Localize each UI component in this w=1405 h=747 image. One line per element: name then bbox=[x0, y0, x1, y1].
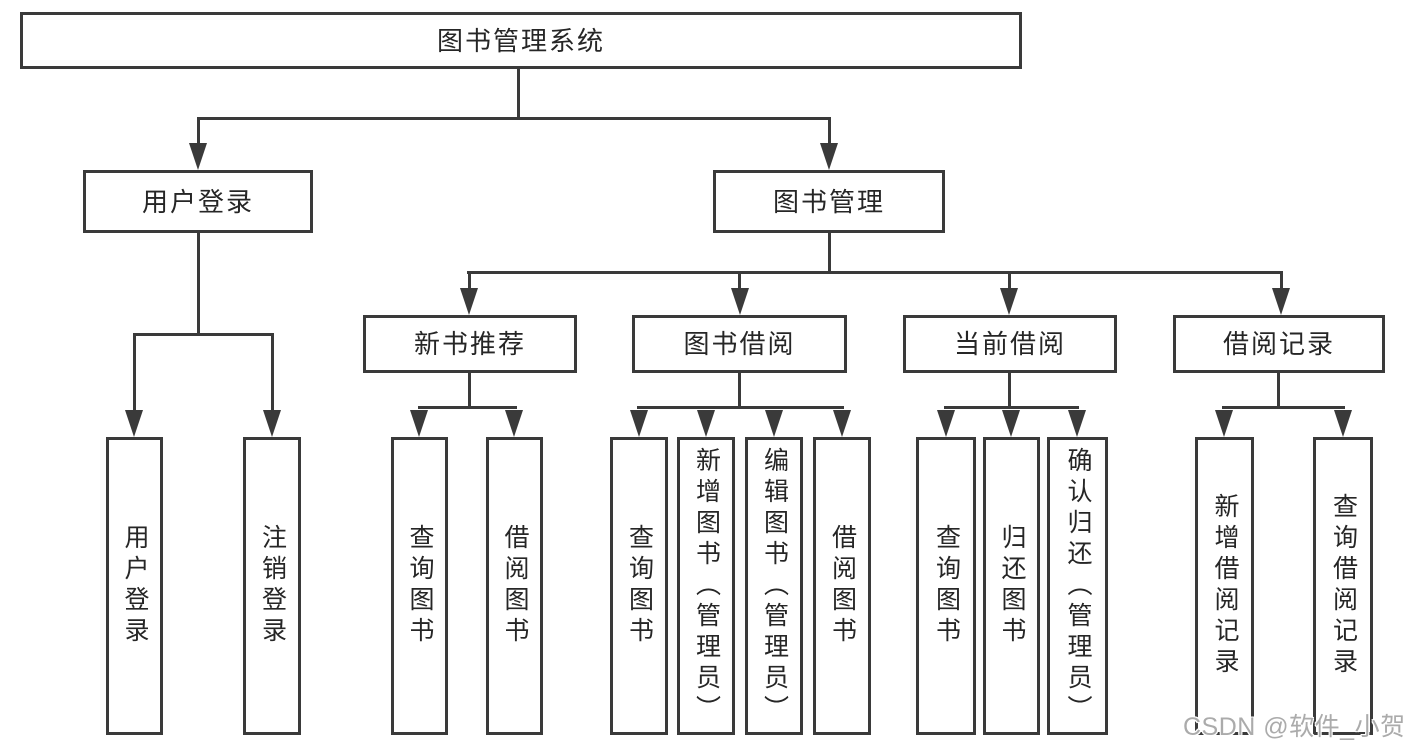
connector-line bbox=[828, 230, 831, 274]
leaf-query-borrow-record: 查询借阅记录 bbox=[1313, 437, 1373, 735]
connector-line bbox=[197, 230, 200, 336]
node-borrow-records: 借阅记录 bbox=[1173, 315, 1385, 373]
arrowhead-down-icon bbox=[697, 410, 715, 437]
node-label: 用户登录 bbox=[141, 186, 254, 217]
arrowhead-down-icon bbox=[1272, 288, 1290, 315]
node-label: 图书借阅 bbox=[683, 329, 796, 359]
node-book-borrow: 图书借阅 bbox=[632, 315, 847, 373]
node-current-borrow: 当前借阅 bbox=[903, 315, 1117, 373]
connector-line bbox=[517, 67, 520, 119]
node-label: 注销登录 bbox=[258, 524, 287, 648]
node-label: 用户登录 bbox=[121, 524, 149, 648]
arrowhead-down-icon bbox=[1334, 410, 1352, 437]
leaf-logout: 注销登录 bbox=[243, 437, 301, 735]
arrowhead-down-icon bbox=[460, 288, 478, 315]
arrowhead-down-icon bbox=[937, 410, 955, 437]
connector-line bbox=[1277, 371, 1280, 409]
leaf-confirm-return-admin: 确认归还（管理员） bbox=[1047, 437, 1108, 735]
connector-line bbox=[1008, 271, 1011, 293]
node-label: 新书推荐 bbox=[413, 329, 526, 359]
node-label: 借阅图书 bbox=[501, 524, 529, 648]
node-book-management: 图书管理 bbox=[713, 170, 945, 233]
node-label: 查询图书 bbox=[625, 524, 654, 648]
arrowhead-down-icon bbox=[189, 143, 207, 170]
node-label: 新增借阅记录 bbox=[1211, 493, 1239, 679]
arrowhead-down-icon bbox=[505, 410, 523, 437]
connector-line bbox=[271, 333, 274, 415]
arrowhead-down-icon bbox=[410, 410, 428, 437]
leaf-query-books: 查询图书 bbox=[391, 437, 448, 735]
leaf-query-books: 查询图书 bbox=[610, 437, 668, 735]
arrowhead-down-icon bbox=[765, 410, 783, 437]
connector-line bbox=[1008, 371, 1011, 409]
leaf-edit-books-admin: 编辑图书（管理员） bbox=[745, 437, 803, 735]
leaf-query-books: 查询图书 bbox=[916, 437, 976, 735]
connector-line bbox=[944, 406, 1079, 409]
node-label: 归还图书 bbox=[998, 524, 1026, 648]
arrowhead-down-icon bbox=[125, 410, 143, 437]
node-label: 借阅记录 bbox=[1222, 329, 1335, 359]
connector-line bbox=[418, 406, 517, 409]
leaf-borrow-books: 借阅图书 bbox=[486, 437, 543, 735]
connector-line bbox=[197, 117, 200, 153]
connector-line bbox=[1222, 406, 1345, 409]
node-library-management-system: 图书管理系统 bbox=[20, 12, 1022, 69]
csdn-watermark: CSDN @软件_小贺同学 bbox=[1183, 713, 1405, 741]
leaf-user-login: 用户登录 bbox=[106, 437, 163, 735]
connector-line bbox=[197, 117, 831, 120]
node-new-book-recommend: 新书推荐 bbox=[363, 315, 577, 373]
connector-line bbox=[133, 333, 136, 415]
connector-line bbox=[467, 271, 1283, 274]
connector-line bbox=[738, 271, 741, 293]
arrowhead-down-icon bbox=[263, 410, 281, 437]
node-label: 借阅图书 bbox=[828, 524, 857, 648]
arrowhead-down-icon bbox=[630, 410, 648, 437]
node-label: 查询图书 bbox=[406, 524, 434, 648]
connector-line bbox=[637, 406, 844, 409]
connector-line bbox=[468, 271, 471, 293]
arrowhead-down-icon bbox=[731, 288, 749, 315]
connector-line bbox=[133, 333, 274, 336]
leaf-borrow-books: 借阅图书 bbox=[813, 437, 871, 735]
node-label: 查询借阅记录 bbox=[1329, 493, 1358, 679]
arrowhead-down-icon bbox=[1000, 288, 1018, 315]
node-label: 当前借阅 bbox=[953, 329, 1066, 359]
connector-line bbox=[738, 371, 741, 409]
node-label: 确认归还（管理员） bbox=[1064, 446, 1092, 726]
leaf-add-borrow-record: 新增借阅记录 bbox=[1195, 437, 1254, 735]
node-label: 图书管理系统 bbox=[436, 25, 605, 56]
connector-line bbox=[1280, 271, 1283, 293]
node-label: 图书管理 bbox=[772, 186, 885, 217]
node-label: 新增图书（管理员） bbox=[692, 446, 721, 726]
connector-line bbox=[828, 117, 831, 153]
arrowhead-down-icon bbox=[1215, 410, 1233, 437]
connector-line bbox=[468, 371, 471, 409]
leaf-add-books-admin: 新增图书（管理员） bbox=[677, 437, 735, 735]
arrowhead-down-icon bbox=[1068, 410, 1086, 437]
arrowhead-down-icon bbox=[833, 410, 851, 437]
node-label: 查询图书 bbox=[932, 524, 961, 648]
node-label: 编辑图书（管理员） bbox=[760, 446, 789, 726]
arrowhead-down-icon bbox=[820, 143, 838, 170]
node-user-login: 用户登录 bbox=[83, 170, 313, 233]
arrowhead-down-icon bbox=[1002, 410, 1020, 437]
leaf-return-books: 归还图书 bbox=[983, 437, 1040, 735]
